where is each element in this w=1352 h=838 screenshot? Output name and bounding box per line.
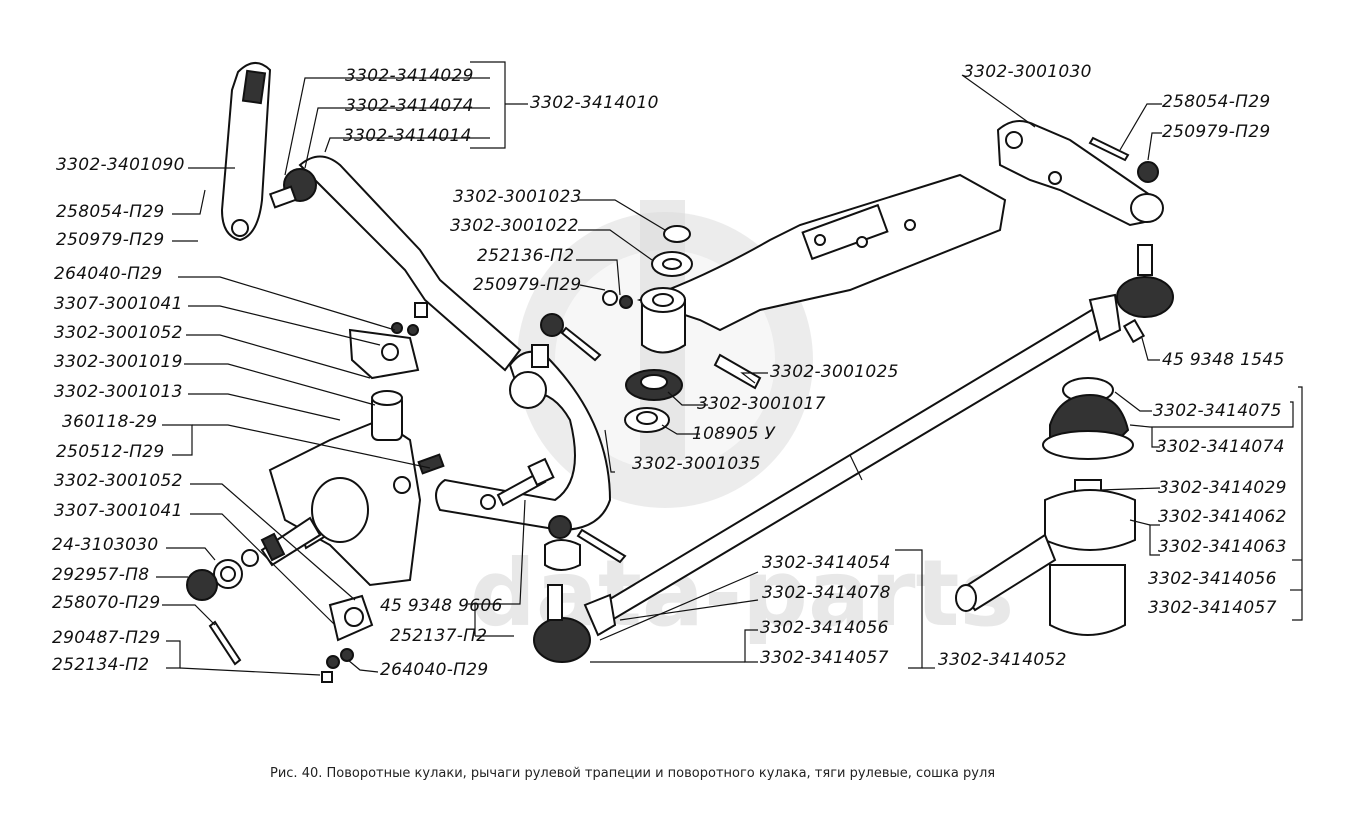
part-label: 45 9348 9606 <box>380 596 503 616</box>
part-label: 360118-29 <box>62 412 158 432</box>
part-label: 3302-3414074 <box>1156 437 1285 457</box>
ball-joint-exploded <box>955 377 1136 636</box>
part-label: 3302-3414054 <box>762 553 891 573</box>
part-label: 3302-3414063 <box>1158 537 1287 557</box>
center-fasteners <box>480 313 627 571</box>
part-label: 258054-П29 <box>56 202 165 222</box>
part-label: 3302-3414029 <box>1158 478 1287 498</box>
part-label: 292957-П8 <box>52 565 150 585</box>
assembly-label: 3302-3414052 <box>938 650 1067 670</box>
part-label: 3302-3414056 <box>760 618 889 638</box>
part-label: 3302-3414029 <box>345 66 474 86</box>
right-steering-arm <box>996 120 1164 227</box>
part-label: 252134-П2 <box>52 655 150 675</box>
part-label: 3302-3001035 <box>632 454 761 474</box>
pitman-arm <box>220 62 272 242</box>
part-label: 250979-П29 <box>473 275 582 295</box>
part-label: 3307-3001041 <box>54 501 183 521</box>
part-label: 3302-3001013 <box>54 382 183 402</box>
figure-caption: Рис. 40. Поворотные кулаки, рычаги рулев… <box>270 766 996 781</box>
steering-knuckle <box>186 302 445 683</box>
part-label: 252136-П2 <box>477 246 575 266</box>
part-label: 3302-3414074 <box>345 96 474 116</box>
part-label: 3302-3001025 <box>770 362 899 382</box>
part-label: 3302-3414075 <box>1153 401 1282 421</box>
part-label: 3302-3001052 <box>54 323 183 343</box>
part-label: 3302-3414014 <box>343 126 472 146</box>
tie-rod <box>533 244 1174 663</box>
part-label: 264040-П29 <box>380 660 489 680</box>
part-label: 250512-П29 <box>56 442 165 462</box>
part-label: 3302-3001030 <box>963 62 1092 82</box>
part-label: 264040-П29 <box>54 264 163 284</box>
part-label: 3302-3401090 <box>56 155 185 175</box>
part-label: 250979-П29 <box>1162 122 1271 142</box>
part-label: 24-3103030 <box>52 535 159 555</box>
part-label: 45 9348 1545 <box>1162 350 1285 370</box>
part-label: 250979-П29 <box>56 230 165 250</box>
part-label: 3302-3414078 <box>762 583 891 603</box>
part-label: 3302-3414056 <box>1148 569 1277 589</box>
part-label: 258070-П29 <box>52 593 161 613</box>
assembly-label: 3302-3414010 <box>530 93 659 113</box>
part-label: 3302-3001022 <box>450 216 579 236</box>
part-label: 3302-3001019 <box>54 352 183 372</box>
part-label: 3302-3001052 <box>54 471 183 491</box>
part-label: 258054-П29 <box>1162 92 1271 112</box>
kingpin-parts <box>602 225 762 433</box>
part-label: 3307-3001041 <box>54 294 183 314</box>
part-label: 3302-3001023 <box>453 187 582 207</box>
part-label: 252137-П2 <box>390 626 488 646</box>
part-label: 3302-3414057 <box>760 648 889 668</box>
part-label: 3302-3001017 <box>697 394 826 414</box>
part-label: 3302-3414057 <box>1148 598 1277 618</box>
part-label: 108905 У <box>692 424 776 444</box>
part-label: 290487-П29 <box>52 628 161 648</box>
part-label: 3302-3414062 <box>1158 507 1287 527</box>
